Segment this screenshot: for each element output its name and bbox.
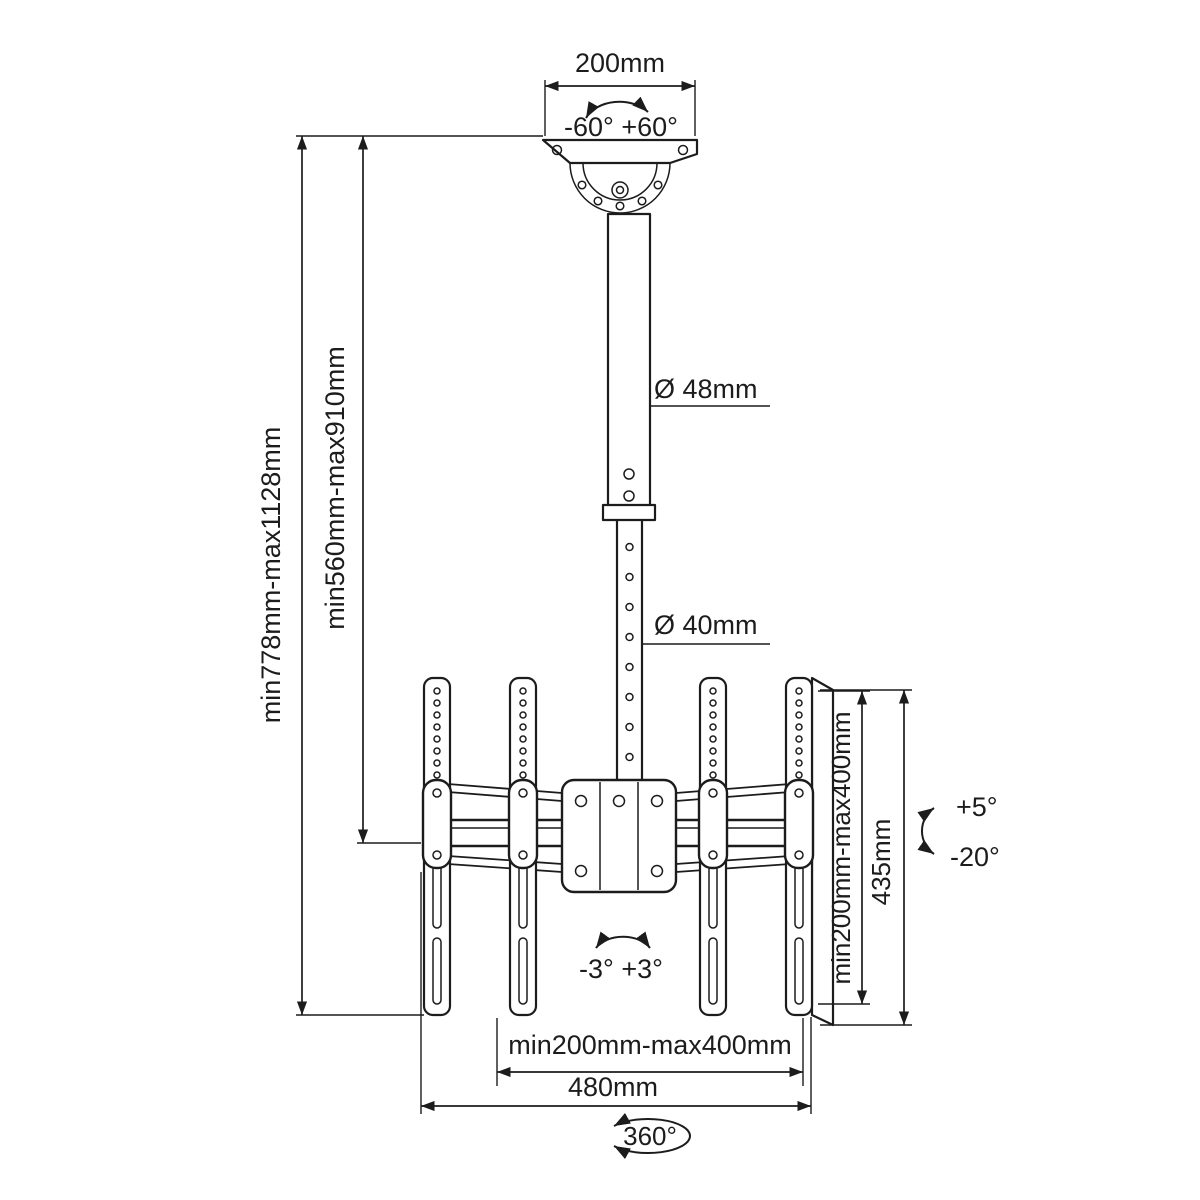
lower-pole-tube bbox=[615, 516, 644, 792]
plate-hole bbox=[551, 144, 563, 156]
pivot-sleeve-3 bbox=[697, 778, 729, 870]
plate-hole bbox=[677, 144, 689, 156]
rotation-arrow-icon bbox=[613, 1135, 691, 1160]
tilt-down-label: -20° bbox=[950, 842, 1000, 872]
hub-bolt bbox=[650, 794, 664, 808]
arc-hole bbox=[653, 180, 663, 190]
bottom-swivel-indicator: -3° +3° bbox=[579, 931, 663, 984]
dim-vesa-width: min200mm-max400mm bbox=[496, 1018, 804, 1086]
arc-hole bbox=[577, 180, 587, 190]
tv-bracket-assembly bbox=[421, 676, 835, 1027]
bar-width-label: 480mm bbox=[568, 1072, 658, 1102]
arc-hole bbox=[593, 196, 603, 206]
tilt-up-label: +5° bbox=[956, 792, 998, 822]
dim-bar-width: 480mm bbox=[420, 872, 812, 1114]
bracket-height-label: 435mm bbox=[866, 819, 896, 906]
top-swivel-arrow-icon bbox=[585, 96, 649, 119]
pivot-sleeve-1 bbox=[421, 778, 453, 870]
hub-bolt bbox=[574, 794, 588, 808]
lock-screw-hole bbox=[623, 468, 635, 480]
top-swivel-label: -60° +60° bbox=[564, 112, 678, 142]
top-swivel-indicator: -60° +60° bbox=[564, 96, 678, 142]
rotation-label: 360° bbox=[623, 1121, 677, 1151]
dim-bracket-height: 435mm bbox=[820, 689, 912, 1026]
vesa-height-label: min200mm-max400mm bbox=[826, 711, 856, 984]
ceiling-plate bbox=[541, 138, 699, 214]
center-hub bbox=[560, 778, 678, 894]
pivot-sleeve-4 bbox=[783, 778, 815, 870]
lower-pole-diameter-label: Ø 40mm bbox=[654, 610, 758, 640]
vesa-width-label: min200mm-max400mm bbox=[508, 1030, 792, 1060]
support-arms bbox=[447, 783, 791, 873]
hub-bolt bbox=[650, 864, 664, 878]
hub-bolt bbox=[612, 794, 626, 808]
bottom-swivel-arrow-icon bbox=[595, 931, 651, 949]
center-bolt bbox=[611, 181, 629, 199]
label-lower-pole-diameter: Ø 40mm bbox=[642, 610, 770, 645]
tilt-range-indicator: +5° -20° bbox=[917, 792, 1000, 872]
hub-bolt bbox=[574, 864, 588, 878]
pole-height-label: min560mm-max910mm bbox=[320, 346, 350, 630]
rotation-arrow-icon bbox=[613, 1112, 691, 1137]
top-width-label: 200mm bbox=[575, 48, 665, 78]
label-upper-pole-diameter: Ø 48mm bbox=[650, 374, 770, 407]
overall-height-label: min778mm-max1128mm bbox=[256, 427, 286, 724]
pole-collar bbox=[601, 503, 657, 522]
dim-overall-height: min778mm-max1128mm bbox=[256, 135, 543, 1016]
lock-screw-hole bbox=[623, 490, 635, 502]
upper-pole-diameter-label: Ø 48mm bbox=[654, 374, 758, 404]
arc-hole bbox=[637, 196, 647, 206]
dim-vesa-height: min200mm-max400mm bbox=[818, 690, 870, 1005]
arc-hole bbox=[615, 201, 625, 211]
rotation-360-indicator: 360° bbox=[613, 1112, 691, 1160]
bottom-swivel-label: -3° +3° bbox=[579, 954, 663, 984]
pivot-sleeve-2 bbox=[507, 778, 539, 870]
dim-pole-height: min560mm-max910mm bbox=[320, 136, 421, 844]
upper-pole-tube bbox=[606, 212, 652, 520]
dim-top-width: 200mm bbox=[544, 48, 696, 136]
tilt-arrow-icon bbox=[917, 807, 935, 855]
telescopic-pole bbox=[601, 212, 657, 792]
